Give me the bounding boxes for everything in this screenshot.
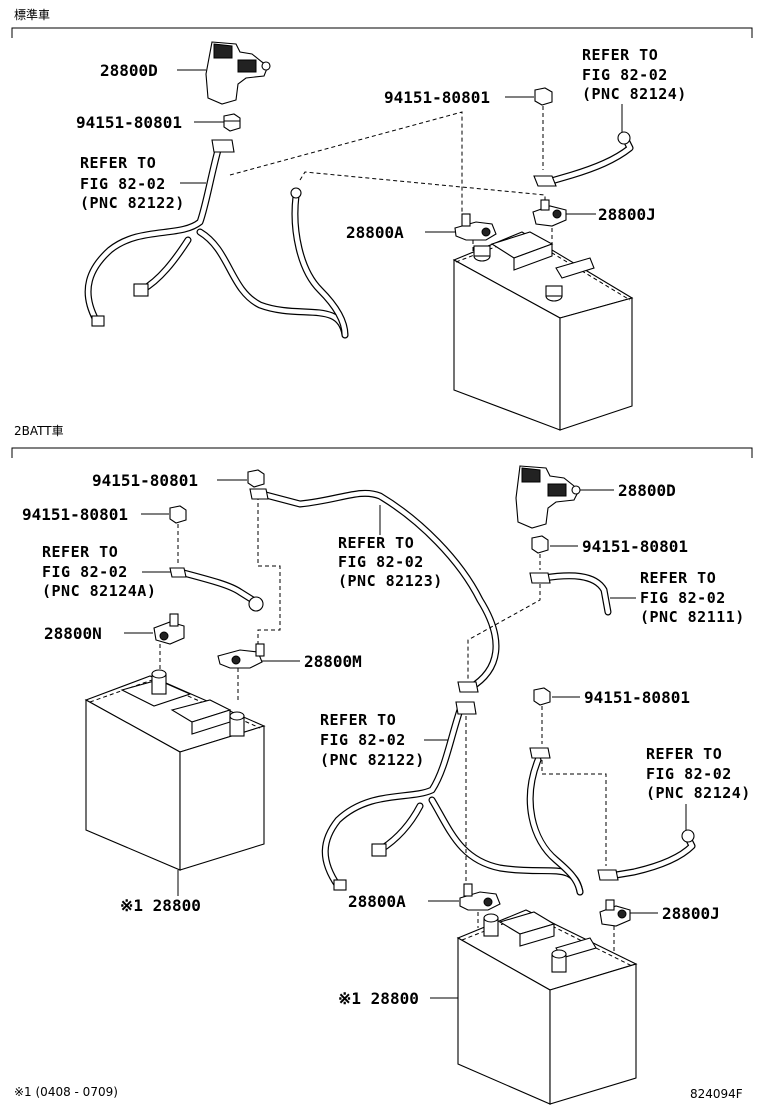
part-label-28800J-top: 28800J bbox=[598, 205, 656, 224]
part-label-nut-bottom-3: 94151-80801 bbox=[582, 537, 688, 556]
part-label-28800D-top: 28800D bbox=[100, 61, 158, 80]
ref-82124A: REFER TO FIG 82-02 (PNC 82124A) bbox=[42, 543, 156, 600]
svg-text:REFER TO: REFER TO bbox=[80, 154, 156, 172]
section-label-dual-battery: 2BATT車 bbox=[14, 424, 64, 438]
cable-82124-bottom bbox=[597, 829, 696, 881]
section-frame-dual-battery bbox=[11, 447, 753, 458]
svg-text:REFER TO: REFER TO bbox=[582, 46, 658, 64]
part-label-nut-bottom-4: 94151-80801 bbox=[584, 688, 690, 707]
ref-82122-bottom: REFER TO FIG 82-02 (PNC 82122) bbox=[320, 711, 425, 769]
section-frame-standard bbox=[11, 27, 753, 38]
svg-text:(PNC 82111): (PNC 82111) bbox=[640, 608, 745, 626]
part-label-28800N: 28800N bbox=[44, 624, 102, 643]
positive-cable-top bbox=[533, 131, 634, 187]
svg-text:FIG 82-02: FIG 82-02 bbox=[640, 589, 726, 607]
cable-harness-top bbox=[84, 139, 349, 339]
svg-text:REFER TO: REFER TO bbox=[42, 543, 118, 561]
svg-text:REFER TO: REFER TO bbox=[320, 711, 396, 729]
part-label-nut-bottom-2: 94151-80801 bbox=[22, 505, 128, 524]
nut-top-right bbox=[534, 87, 553, 106]
battery-label-right: ※1 28800 bbox=[338, 989, 419, 1008]
part-label-nut-bottom-1: 94151-80801 bbox=[92, 471, 198, 490]
cable-82111 bbox=[529, 572, 612, 616]
part-label-28800A-top: 28800A bbox=[346, 223, 404, 242]
terminal-28800A-top bbox=[454, 213, 497, 241]
nut-bottom-1 bbox=[247, 469, 265, 488]
part-label-28800J-bottom: 28800J bbox=[662, 904, 720, 923]
svg-text:FIG 82-02: FIG 82-02 bbox=[338, 553, 424, 571]
cable-82124A bbox=[169, 567, 264, 612]
ref-82122-top: REFER TO FIG 82-02 (PNC 82122) bbox=[80, 154, 185, 212]
svg-text:FIG 82-02: FIG 82-02 bbox=[582, 66, 668, 84]
part-label-nut-top-right: 94151-80801 bbox=[384, 88, 490, 107]
nut-bottom-2 bbox=[169, 505, 187, 524]
nut-bottom-3 bbox=[531, 535, 549, 554]
part-label-28800D-bottom: 28800D bbox=[618, 481, 676, 500]
ref-82123: REFER TO FIG 82-02 (PNC 82123) bbox=[338, 534, 443, 590]
section-label-standard: 標準車 bbox=[14, 7, 50, 22]
footnote: ※1 (0408 - 0709) bbox=[14, 1085, 118, 1099]
battery-top bbox=[452, 231, 634, 431]
terminal-28800J-bottom bbox=[599, 899, 631, 927]
svg-text:(PNC 82122): (PNC 82122) bbox=[80, 194, 185, 212]
terminal-28800J-top bbox=[532, 199, 567, 227]
svg-text:FIG 82-02: FIG 82-02 bbox=[320, 731, 406, 749]
part-label-28800A-bottom: 28800A bbox=[348, 892, 406, 911]
battery-label-left: ※1 28800 bbox=[120, 896, 201, 915]
svg-text:REFER TO: REFER TO bbox=[338, 534, 414, 552]
cable-82123 bbox=[249, 488, 500, 693]
svg-text:(PNC 82123): (PNC 82123) bbox=[338, 572, 443, 590]
svg-text:(PNC 82124): (PNC 82124) bbox=[582, 85, 687, 103]
svg-text:REFER TO: REFER TO bbox=[646, 745, 722, 763]
svg-text:(PNC 82124): (PNC 82124) bbox=[646, 784, 751, 802]
svg-text:(PNC 82122): (PNC 82122) bbox=[320, 751, 425, 769]
part-label-nut-top-left: 94151-80801 bbox=[76, 113, 182, 132]
battery-cover-28800D-bottom bbox=[515, 465, 581, 529]
terminal-28800A-bottom bbox=[459, 883, 501, 911]
ref-82124-bottom: REFER TO FIG 82-02 (PNC 82124) bbox=[646, 745, 751, 802]
ref-82124-top: REFER TO FIG 82-02 (PNC 82124) bbox=[582, 46, 687, 103]
terminal-28800N bbox=[153, 613, 185, 645]
svg-text:FIG 82-02: FIG 82-02 bbox=[646, 765, 732, 783]
battery-cover-28800D-top bbox=[205, 41, 271, 105]
figure-code: 824094F bbox=[690, 1087, 743, 1101]
terminal-28800M bbox=[217, 643, 265, 669]
ref-82111: REFER TO FIG 82-02 (PNC 82111) bbox=[640, 569, 745, 626]
battery-bottom-right bbox=[456, 909, 638, 1105]
nut-top-left bbox=[223, 113, 241, 132]
svg-text:REFER TO: REFER TO bbox=[640, 569, 716, 587]
part-label-28800M: 28800M bbox=[304, 652, 362, 671]
nut-bottom-4 bbox=[533, 687, 551, 706]
battery-bottom-left bbox=[84, 669, 266, 871]
svg-text:FIG 82-02: FIG 82-02 bbox=[42, 563, 128, 581]
svg-text:FIG 82-02: FIG 82-02 bbox=[80, 175, 166, 193]
cable-harness-bottom bbox=[321, 701, 584, 896]
svg-text:(PNC 82124A): (PNC 82124A) bbox=[42, 582, 156, 600]
